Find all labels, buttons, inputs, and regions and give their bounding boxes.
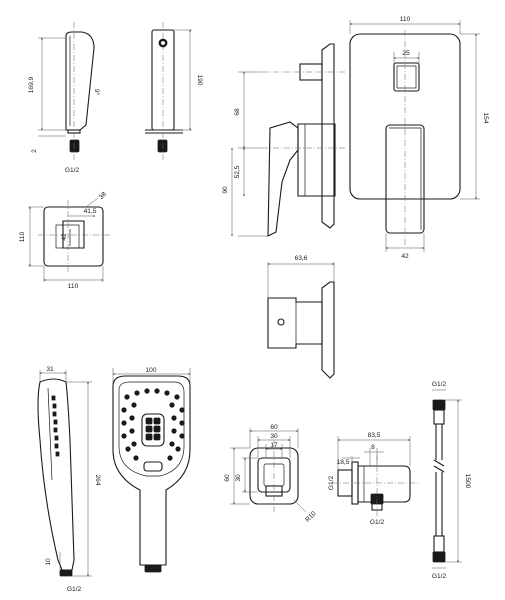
dim-hose-thread-top: G1/2 <box>432 381 447 388</box>
dim-elbow-width: 60 <box>270 424 278 431</box>
dim-valve-lower: 52,5 <box>234 165 241 178</box>
dim-head-width: 100 <box>145 367 156 374</box>
dim-elbow-height-inner: 30 <box>235 474 242 482</box>
dim-valve-upper: 68 <box>234 108 241 116</box>
dim-plate-height: 154 <box>482 112 489 123</box>
dim-tilt-angle: 9° <box>93 89 101 96</box>
dim-valve-total: 90 <box>222 186 229 194</box>
spray-nozzle-column <box>51 395 60 457</box>
dim-base-width: 110 <box>68 283 79 290</box>
dim-hose-length: 1500 <box>464 474 471 489</box>
dim-elbow-wall: 18,5 <box>337 459 350 466</box>
dim-handle-neck: 10 <box>45 558 52 566</box>
dim-base-inner: 42 <box>61 233 68 241</box>
dim-base-gap: 2 <box>31 149 38 153</box>
spout-front-view: 190 <box>145 22 203 160</box>
dim-elbow-outlet: 17 <box>270 442 278 449</box>
dim-base-offset: 41,5 <box>84 208 97 215</box>
dim-hose-thread-bottom: G1/2 <box>432 573 447 580</box>
wall-elbow-side-view: 83,5 8 18,5 G1/2 G1/2 <box>328 432 418 526</box>
valve-body-view: 63,6 <box>267 255 335 379</box>
hose-view: 1500 G1/2 G1/2 <box>432 381 471 580</box>
dim-elbow-thread-bottom: G1/2 <box>370 519 385 526</box>
valve-side-view: 68 52,5 90 <box>222 43 345 237</box>
dim-elbow-depth: 83,5 <box>368 432 381 439</box>
base-plate-view: 110 110 41,5 38 42 <box>19 191 110 290</box>
wall-elbow-front-view: 60 30 17 60 30 R10 <box>224 424 318 524</box>
hand-shower-side-view: 31 264 10 G1/2 <box>37 366 101 593</box>
cover-plate-front-view: 110 25 154 42 <box>349 16 489 260</box>
dim-elbow-height: 60 <box>224 474 231 482</box>
dim-base-height: 110 <box>19 231 26 242</box>
dim-elbow-thread-side: G1/2 <box>328 476 335 491</box>
spout-side-view: 169,9 2 G1/2 9° <box>28 22 101 174</box>
dim-cartridge-depth: 63,6 <box>295 255 308 262</box>
spray-face-nozzles <box>121 388 185 461</box>
dim-window-width: 25 <box>402 50 410 57</box>
dim-handle-depth: 31 <box>46 366 54 373</box>
dim-base-diameter: 38 <box>98 191 108 201</box>
dim-handle-length: 264 <box>94 474 101 485</box>
dim-side-height: 169,9 <box>28 76 35 93</box>
dim-thread-top: G1/2 <box>65 167 80 174</box>
hand-shower-front-view: 100 <box>112 367 191 573</box>
dim-front-height: 190 <box>196 74 203 85</box>
dim-elbow-inner: 30 <box>270 433 278 440</box>
dim-plate-width: 110 <box>400 16 411 23</box>
dim-lever-width: 42 <box>401 253 409 260</box>
dim-elbow-thread-offset: 8 <box>371 444 375 451</box>
dim-handle-thread: G1/2 <box>67 586 82 593</box>
dim-elbow-radius: R10 <box>304 510 318 524</box>
